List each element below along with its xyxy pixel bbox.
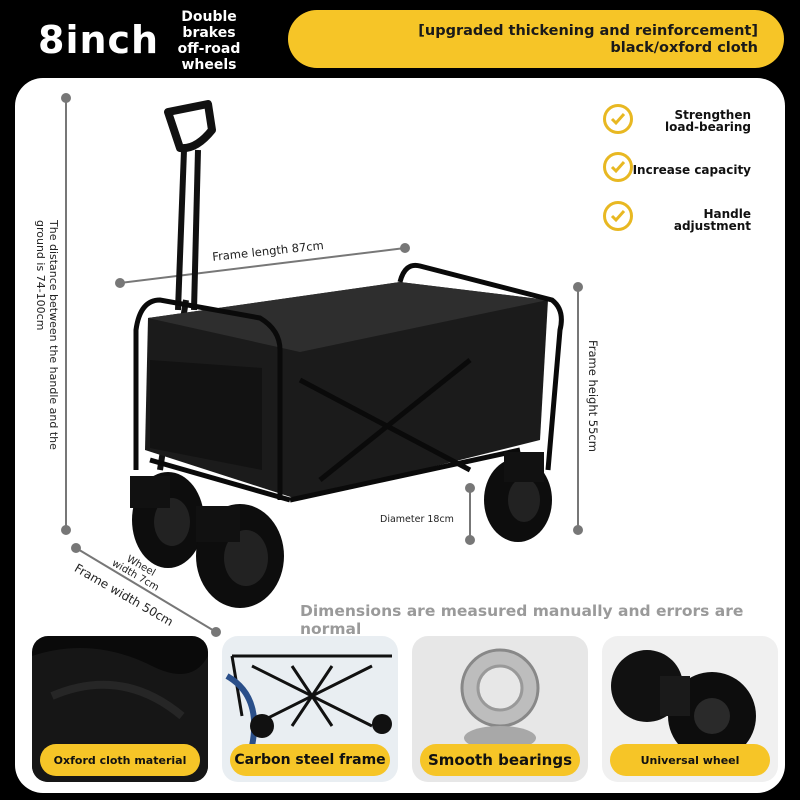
wagon-tub bbox=[133, 262, 564, 503]
card-oxford-cloth: Oxford cloth material bbox=[32, 636, 208, 782]
headline-banner: [upgraded thickening and reinforcement] … bbox=[288, 10, 784, 68]
steel-frame-image bbox=[225, 654, 392, 747]
wheel-image bbox=[611, 650, 756, 760]
check-circle-icon bbox=[603, 201, 633, 231]
card-label: Carbon steel frame bbox=[230, 744, 390, 776]
feature-handle-adjustment: Handle adjustment bbox=[603, 201, 773, 233]
feature-label: Increase capacity bbox=[632, 163, 751, 177]
measurement-note: Dimensions are measured manually and err… bbox=[300, 602, 744, 638]
check-circle-icon bbox=[603, 104, 633, 134]
card-carbon-steel: Carbon steel frame bbox=[222, 636, 398, 782]
feature-label: Handle adjustment bbox=[673, 207, 751, 233]
feature-load-bearing: Strengthen load-bearing bbox=[603, 104, 773, 134]
feature-capacity: Increase capacity bbox=[603, 152, 773, 182]
wheels bbox=[130, 452, 552, 608]
diameter-label: Diameter 18cm bbox=[380, 514, 454, 525]
card-label: Universal wheel bbox=[610, 744, 770, 776]
header-subtitle: Double brakes off-road wheels bbox=[177, 9, 241, 73]
card-universal-wheel: Universal wheel bbox=[602, 636, 778, 782]
card-label: Oxford cloth material bbox=[40, 744, 200, 776]
frame-height-label: Frame height 55cm bbox=[586, 340, 600, 452]
dimension-lines bbox=[61, 93, 583, 637]
banner-text: [upgraded thickening and reinforcement] … bbox=[418, 23, 758, 56]
handle-height-label: The distance between the handle and the … bbox=[34, 220, 60, 450]
feature-label: Strengthen load-bearing bbox=[664, 108, 751, 134]
size-title: 8inch bbox=[38, 18, 160, 62]
card-bearings: Smooth bearings bbox=[412, 636, 588, 782]
wagon-illustration bbox=[61, 93, 583, 637]
bearing-image bbox=[460, 648, 540, 750]
check-circle-icon bbox=[603, 152, 633, 182]
card-label: Smooth bearings bbox=[420, 744, 580, 776]
